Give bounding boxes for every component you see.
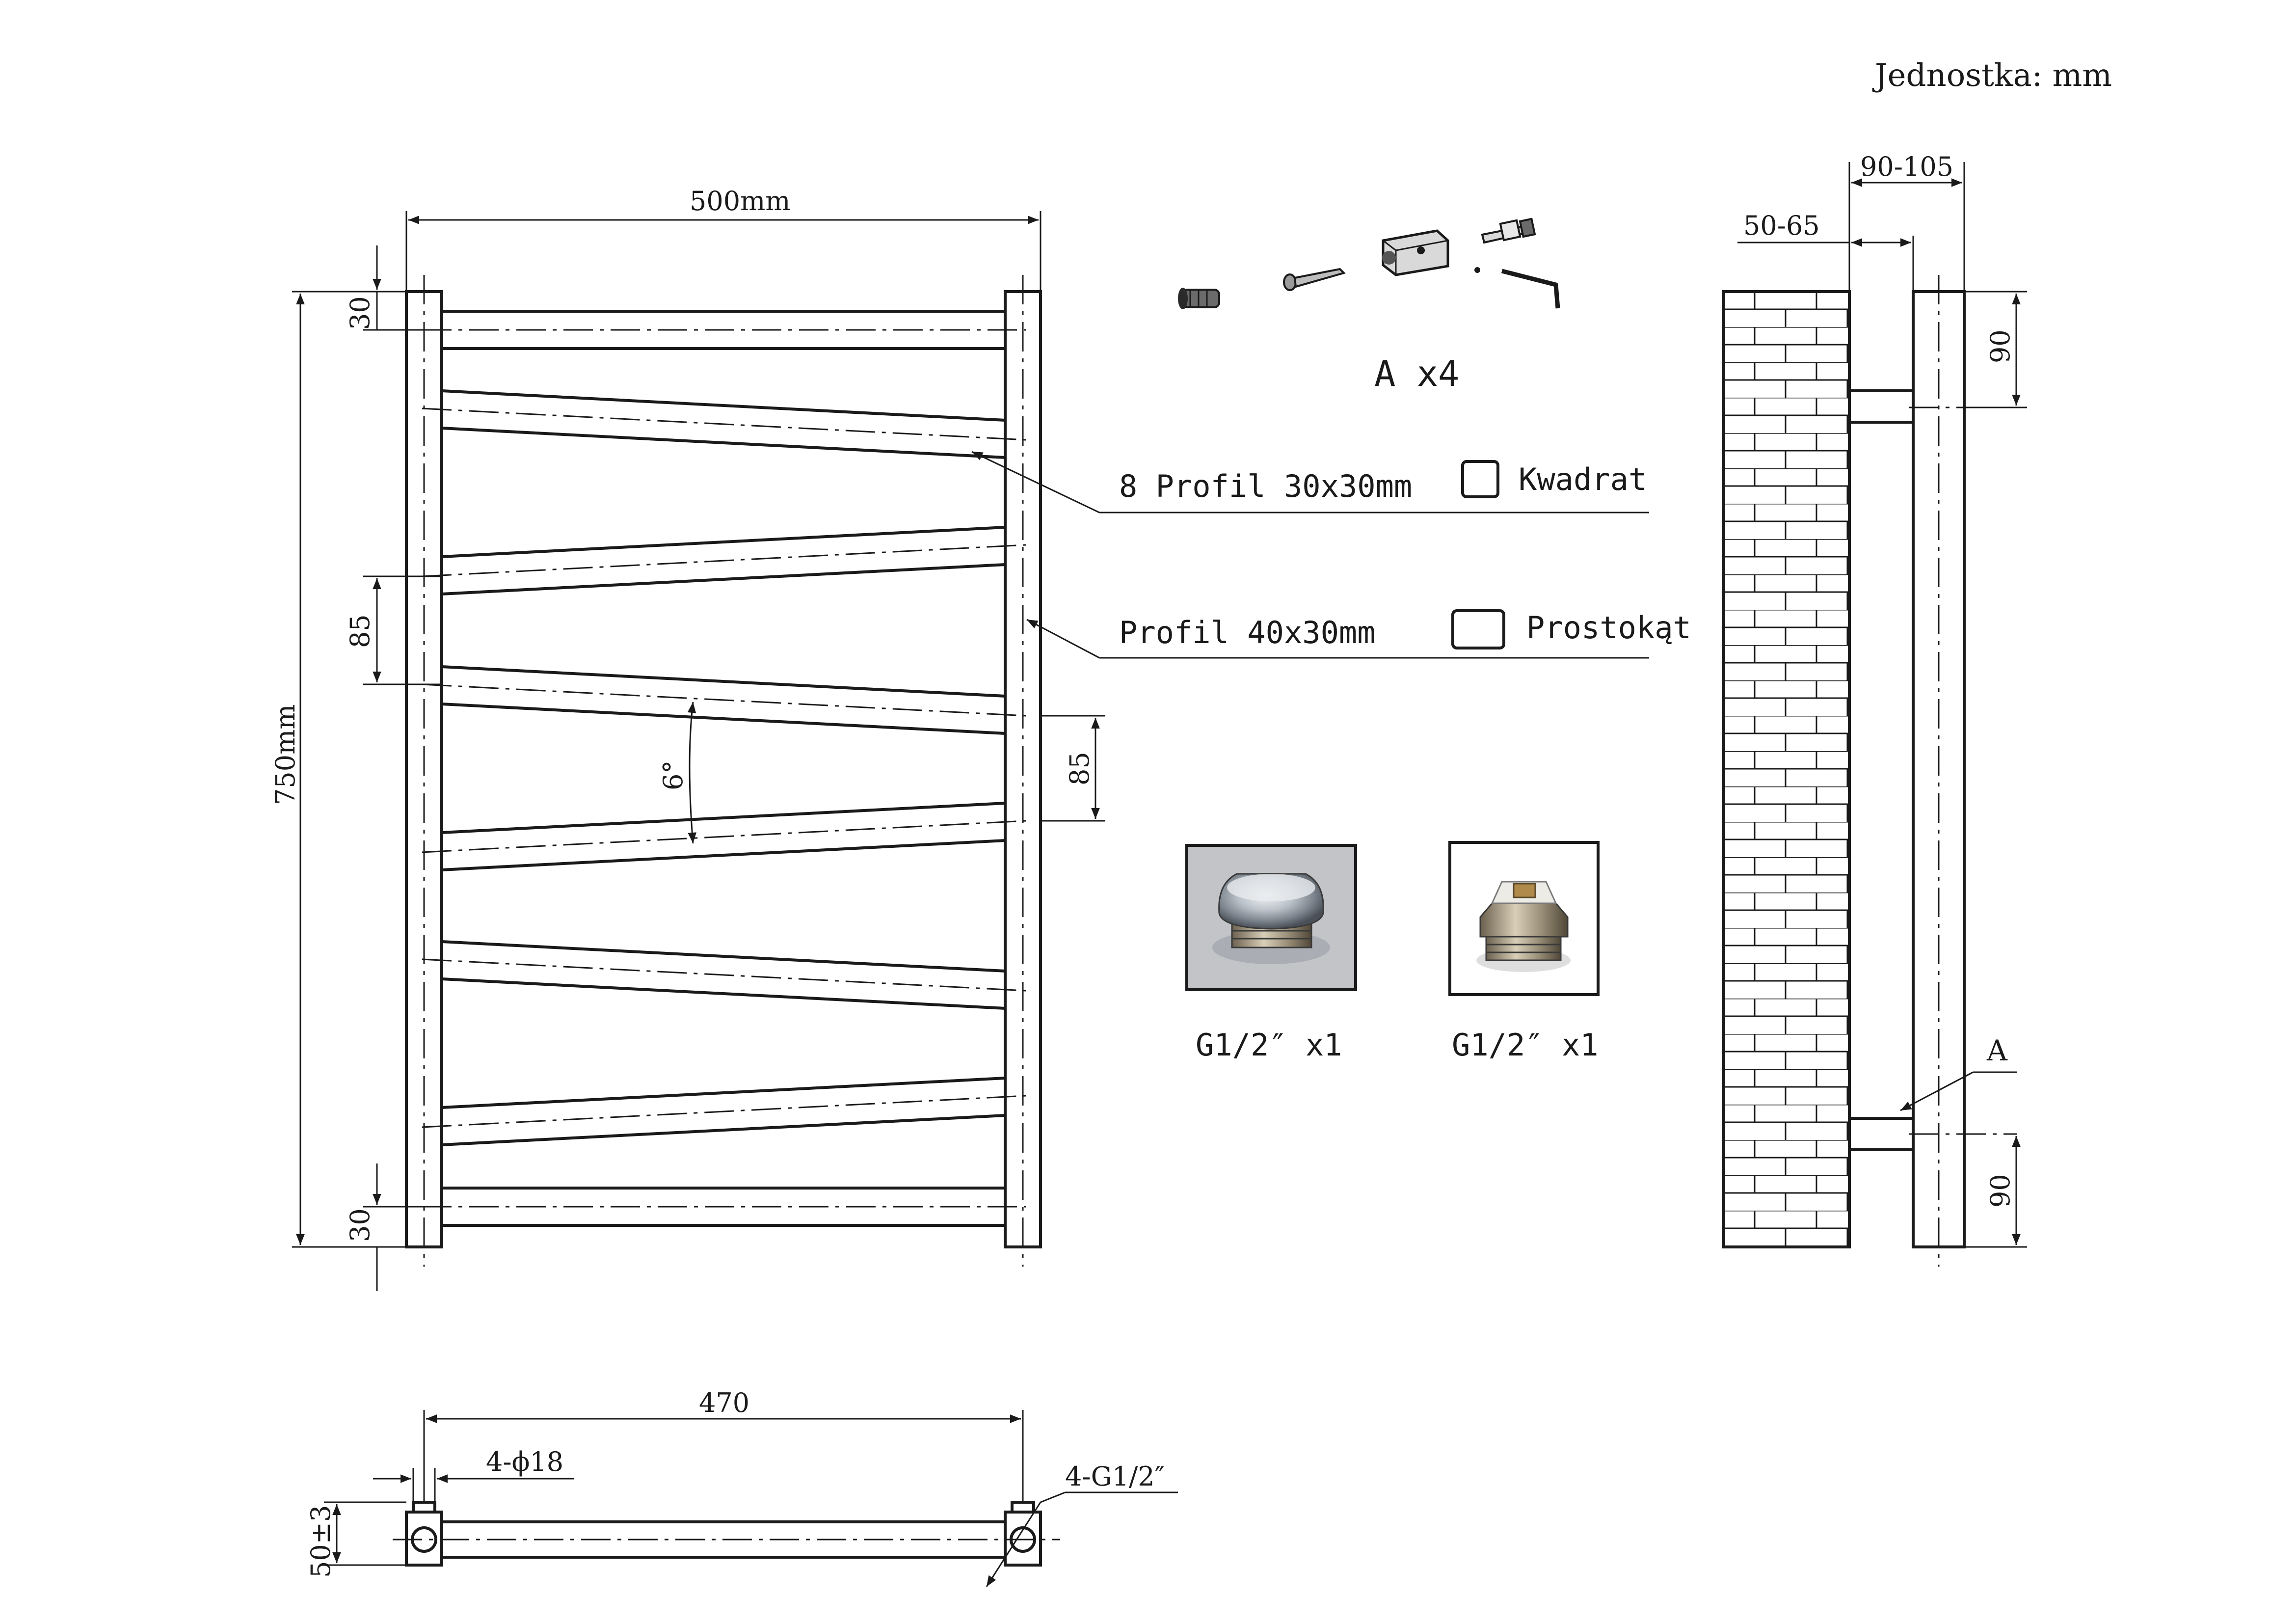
air-vent-plug-photo	[1448, 841, 1600, 996]
bottom-gap-label: 30	[345, 1208, 375, 1242]
pipe-spacing-label: 470	[699, 1387, 749, 1418]
detail-a-label: A	[1986, 1034, 2008, 1067]
right-spacing-label: 85	[1064, 752, 1095, 785]
rung-2	[422, 389, 1026, 459]
top-gap-dimension: 30	[345, 245, 442, 331]
rail-profile-callout: Profil 40x30mm Prostokąt	[1026, 609, 1691, 659]
left-spacing-dimension: 85	[345, 575, 442, 685]
plug-1-label: G1/2″ x1	[1196, 1027, 1342, 1063]
angle-label: 6°	[658, 760, 689, 790]
width-dimension: 500mm	[405, 186, 1041, 292]
hole-dimension: 4-ϕ18	[373, 1446, 574, 1502]
rung-7	[422, 1077, 1026, 1146]
top-offset-dimension: 90	[1964, 291, 2027, 408]
rectangle-symbol	[1451, 609, 1505, 649]
thread-dimension: 4-G1/2″	[986, 1461, 1178, 1587]
bottom-offset-label: 90	[1985, 1174, 2016, 1208]
height-label: 750mm	[270, 704, 301, 805]
hex-key-icon	[1501, 269, 1560, 309]
blanking-plug-photo	[1185, 844, 1357, 991]
mount-kit-label: A x4	[1374, 353, 1459, 394]
square-symbol	[1461, 460, 1499, 498]
rung-shape-label: Kwadrat	[1519, 461, 1647, 497]
bolt-icon	[1481, 217, 1536, 244]
bottom-bracket	[1848, 1117, 1915, 1151]
rail-shape-label: Prostokąt	[1526, 610, 1691, 646]
height-dimension: 50±3	[305, 1501, 406, 1578]
front-view: 500mm 750mm 30 30 85	[270, 186, 1105, 1291]
detail-a-callout: A	[1900, 1034, 2017, 1111]
top-bracket	[1848, 389, 1915, 424]
hole-label: 4-ϕ18	[486, 1446, 563, 1477]
wall-plug-icon	[1178, 288, 1220, 309]
set-screw-icon	[1474, 267, 1480, 273]
thread-label: 4-G1/2″	[1065, 1461, 1165, 1492]
rung-5	[422, 802, 1026, 871]
bottom-gap-dimension: 30	[345, 1163, 442, 1291]
rung-profile-callout: 8 Profil 30x30mm Kwadrat	[971, 451, 1649, 514]
mount-kit: A x4	[1178, 217, 1560, 394]
outer-depth-label: 90-105	[1860, 151, 1953, 182]
inner-depth-label: 50-65	[1743, 210, 1820, 241]
rung-bottom	[422, 1187, 1026, 1227]
left-connection-icon	[411, 1526, 437, 1553]
outer-depth-dimension: 90-105	[1848, 151, 1965, 292]
bottom-height-label: 50±3	[305, 1505, 336, 1578]
plug-2-label: G1/2″ x1	[1452, 1027, 1599, 1063]
rung-profile-label: 8 Profil 30x30mm	[1119, 468, 1412, 504]
pipe-spacing-dimension: 470	[423, 1387, 1024, 1502]
brick-wall	[1722, 290, 1851, 1248]
rung-top	[422, 310, 1026, 350]
rail-profile-label: Profil 40x30mm	[1119, 615, 1376, 650]
bottom-offset-dimension: 90	[1964, 1136, 2027, 1248]
right-connection-icon	[1010, 1526, 1036, 1553]
unit-label: Jednostka: mm	[1872, 57, 2112, 94]
side-view: 90-105 50-65 90 90 A	[1722, 151, 2027, 1267]
inner-depth-dimension: 50-65	[1737, 210, 1914, 292]
width-label: 500mm	[690, 186, 790, 216]
rung-6	[422, 940, 1026, 1010]
screw-icon	[1283, 268, 1346, 291]
bottom-view: 470 4-ϕ18 4-G1/2″ 50±3	[305, 1387, 1178, 1587]
top-offset-label: 90	[1985, 329, 2016, 363]
left-spacing-label: 85	[345, 614, 375, 648]
right-spacing-dimension: 85	[1041, 715, 1105, 822]
top-gap-label: 30	[345, 296, 375, 330]
bracket-icon	[1382, 229, 1449, 276]
rung-4	[422, 665, 1026, 735]
height-dimension: 750mm	[270, 291, 406, 1248]
rung-3	[422, 526, 1026, 595]
angle-dimension: 6°	[658, 702, 696, 844]
